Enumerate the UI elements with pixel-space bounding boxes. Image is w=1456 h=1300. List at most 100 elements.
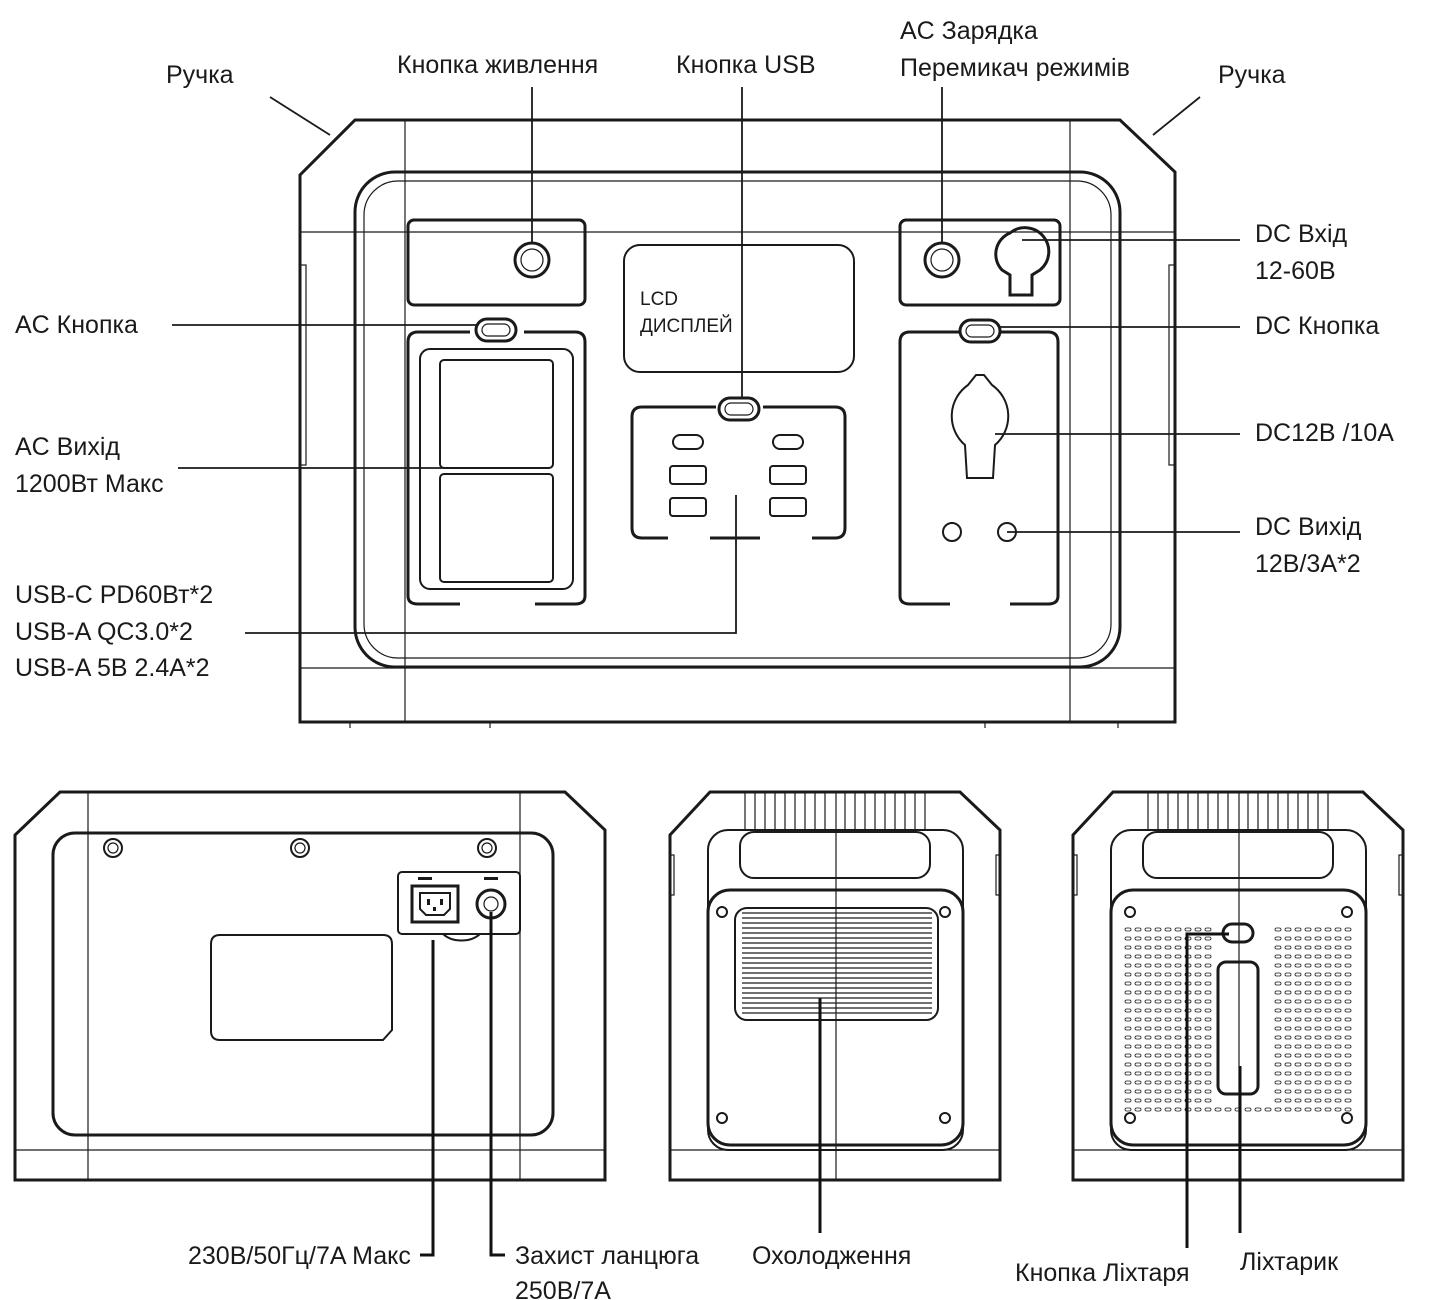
usb-c-port-right[interactable]	[772, 434, 804, 450]
grille-hole	[1124, 1017, 1132, 1022]
grille-hole	[1284, 972, 1292, 977]
grille-hole	[1164, 972, 1172, 977]
grille-hole	[1154, 963, 1162, 968]
label-dc-input-2: 12-60В	[1255, 257, 1336, 285]
grille-hole	[1314, 1044, 1322, 1049]
grille-hole	[1284, 1035, 1292, 1040]
ac-button[interactable]	[474, 317, 518, 343]
grille-hole	[1294, 927, 1302, 932]
grille-hole	[1174, 1107, 1182, 1112]
grille-hole	[1134, 972, 1142, 977]
grille-hole	[1324, 1062, 1332, 1067]
grille-hole	[1304, 1098, 1312, 1103]
grille-hole	[1314, 972, 1322, 977]
grille-hole	[1164, 1008, 1172, 1013]
grille-hole	[1344, 999, 1352, 1004]
grille-hole	[1134, 1071, 1142, 1076]
grille-hole	[1314, 1008, 1322, 1013]
grille-hole	[1124, 999, 1132, 1004]
grille-hole	[1294, 936, 1302, 941]
grille-hole	[1164, 954, 1172, 959]
grille-hole	[1314, 1080, 1322, 1085]
grille-hole	[1314, 981, 1322, 986]
dc-5521-port-left[interactable]	[942, 522, 962, 542]
usb-a-port[interactable]	[769, 497, 807, 517]
grille-hole	[1204, 1044, 1212, 1049]
grille-hole	[1334, 1053, 1342, 1058]
grille-hole	[1124, 1008, 1132, 1013]
handle-ridges-2	[1147, 792, 1329, 830]
grille-hole	[1344, 1089, 1352, 1094]
grille-hole	[1274, 1098, 1282, 1103]
dc-12v-socket[interactable]	[950, 374, 1010, 479]
grille-hole	[1154, 1071, 1162, 1076]
label-handle-left: Ручка	[166, 61, 234, 89]
label-usb-1: USB-C PD60Вт*2	[15, 581, 213, 609]
usb-a-port[interactable]	[769, 465, 807, 485]
grille-hole	[1334, 963, 1342, 968]
grille-hole	[1174, 1053, 1182, 1058]
perforated-grille	[1124, 927, 1352, 1112]
grille-hole	[1204, 1035, 1212, 1040]
grille-hole	[1284, 1089, 1292, 1094]
grille-hole	[1184, 927, 1192, 932]
dc-input-panel	[898, 218, 1062, 307]
grille-hole	[1134, 936, 1142, 941]
grille-hole	[1124, 1062, 1132, 1067]
grille-hole	[1144, 954, 1152, 959]
grille-hole	[1194, 963, 1202, 968]
usb-a-port[interactable]	[669, 465, 707, 485]
label-lcd-1: LCD	[640, 289, 678, 310]
grille-hole	[1144, 990, 1152, 995]
grille-hole	[1304, 1071, 1312, 1076]
dc-input-port[interactable]	[994, 226, 1051, 297]
ac-socket-lower[interactable]	[439, 473, 554, 583]
grille-hole	[1314, 1098, 1322, 1103]
grille-hole	[1134, 1017, 1142, 1022]
label-usb-3: USB-A 5B 2.4A*2	[15, 654, 210, 682]
grille-hole	[1294, 972, 1302, 977]
power-button[interactable]	[513, 241, 551, 279]
usb-button[interactable]	[717, 396, 761, 422]
grille-hole	[1274, 954, 1282, 959]
usb-a-port[interactable]	[669, 497, 707, 517]
grille-hole	[1334, 999, 1342, 1004]
ac-input-socket[interactable]	[410, 884, 460, 924]
grille-hole	[1314, 1035, 1322, 1040]
grille-hole	[1344, 936, 1352, 941]
grille-hole	[1204, 927, 1212, 932]
grille-hole	[1204, 954, 1212, 959]
grille-hole	[1194, 1062, 1202, 1067]
grille-hole	[1334, 1107, 1342, 1112]
grille-hole	[1204, 1098, 1212, 1103]
dc-button[interactable]	[958, 318, 1002, 344]
grille-hole	[1274, 963, 1282, 968]
ac-charge-mode-switch[interactable]	[923, 241, 961, 279]
grille-hole	[1324, 963, 1332, 968]
grille-hole	[1274, 1071, 1282, 1076]
usb-c-port-left[interactable]	[672, 434, 704, 450]
grille-hole	[1154, 927, 1162, 932]
grille-hole	[1294, 1017, 1302, 1022]
grille-hole	[1304, 972, 1312, 977]
ac-socket-upper[interactable]	[439, 359, 554, 469]
grille-hole	[1294, 1071, 1302, 1076]
grille-hole	[1144, 1089, 1152, 1094]
grille-hole	[1274, 972, 1282, 977]
grille-hole	[1294, 1107, 1302, 1112]
grille-hole	[1204, 999, 1212, 1004]
front-view	[269, 96, 1201, 728]
grille-hole	[1164, 963, 1172, 968]
grille-hole	[1124, 945, 1132, 950]
grille-hole	[1164, 1071, 1172, 1076]
grille-hole	[1294, 1026, 1302, 1031]
grille-hole	[1284, 1071, 1292, 1076]
label-cooling: Охолодження	[752, 1242, 911, 1270]
grille-hole	[1314, 1026, 1322, 1031]
grille-hole	[1194, 945, 1202, 950]
grille-hole	[1204, 1053, 1212, 1058]
grille-hole	[1274, 1080, 1282, 1085]
grille-hole	[1294, 1089, 1302, 1094]
grille-hole	[1194, 1053, 1202, 1058]
grille-hole	[1274, 1062, 1282, 1067]
